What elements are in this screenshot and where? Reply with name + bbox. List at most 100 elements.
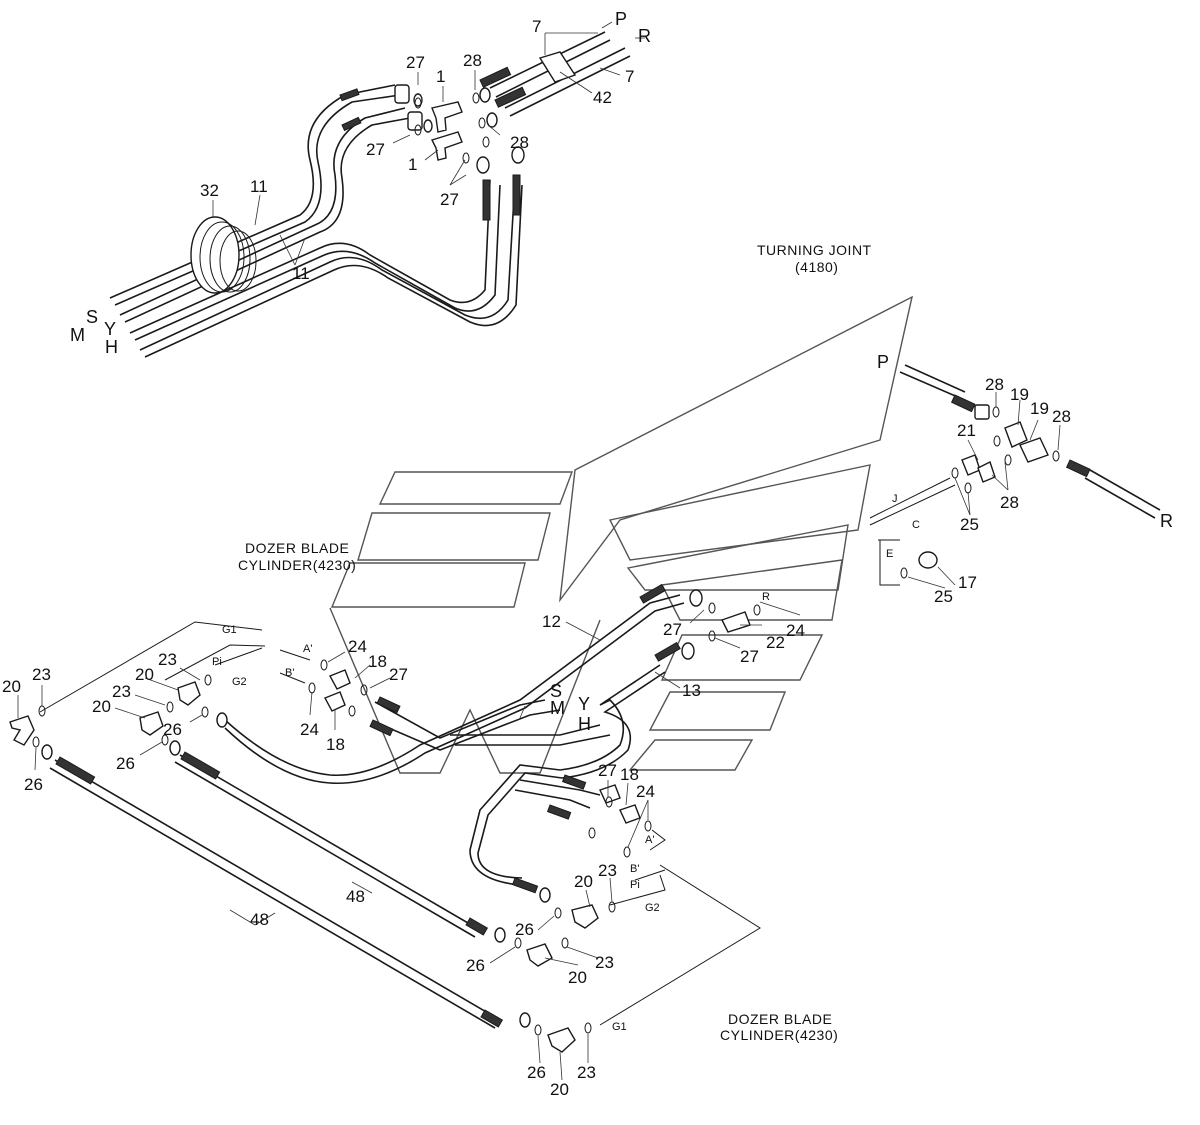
middle-leaders (229, 601, 801, 926)
tj-callout-19a: 19 (1010, 385, 1029, 404)
tj-callout-25b: 25 (934, 587, 953, 606)
dl-port-G1: G1 (222, 624, 237, 636)
port-R-top: R (638, 26, 651, 46)
dozer-left-group: DOZER BLADE CYLINDER(4230) (9, 540, 368, 748)
dr-callout-24: 24 (636, 782, 655, 801)
dozer-left-title: DOZER BLADE (245, 540, 349, 556)
dozer-right-leaders (489, 780, 649, 1081)
tj-callout-19b: 19 (1030, 399, 1049, 418)
middle-hoses (41, 583, 761, 1029)
dr-callout-23c: 23 (577, 1063, 596, 1082)
callout-42: 42 (593, 88, 612, 107)
port-H-top: H (105, 337, 118, 357)
mid-port-S: S (550, 681, 562, 701)
turning-joint-code: (4180) (795, 259, 838, 275)
dozer-left-code: CYLINDER(4230) (238, 557, 356, 573)
turning-joint-leaders (907, 392, 1061, 589)
tj-port-R: R (1160, 511, 1173, 531)
mid-port-R: R (762, 591, 770, 603)
top-leaders (212, 21, 645, 266)
mid-port-Y: Y (578, 694, 590, 714)
port-M-top: M (70, 325, 85, 345)
dr-port-A: A' (645, 834, 654, 846)
dl-callout-18b: 18 (326, 735, 345, 754)
middle-labels: S M Y H R 12 13 27 22 24 27 48 48 (250, 591, 805, 929)
dl-callout-26b: 26 (163, 720, 182, 739)
turning-joint-title: TURNING JOINT (757, 242, 872, 258)
tj-port-J: J (892, 493, 898, 505)
dl-callout-20a: 20 (2, 677, 21, 696)
dr-callout-23b: 23 (595, 953, 614, 972)
dl-callout-26c: 26 (116, 754, 135, 773)
dr-callout-20b: 20 (568, 968, 587, 987)
callout-11b: 11 (292, 264, 310, 283)
callout-1a: 1 (436, 67, 445, 86)
tj-port-E: E (886, 548, 893, 560)
dozer-left-labels: G1 G2 Pi A' B' 20 23 26 23 20 23 20 26 2… (2, 624, 408, 794)
port-S-top: S (86, 307, 98, 327)
tj-callout-25a: 25 (960, 515, 979, 534)
turning-joint-group: TURNING JOINT (4180) (757, 242, 1161, 586)
mid-callout-24: 24 (786, 621, 805, 640)
dr-callout-20c: 20 (550, 1080, 569, 1099)
tj-callout-28a: 28 (985, 375, 1004, 394)
top-hose-bundle (109, 31, 631, 358)
dl-callout-23b: 23 (158, 650, 177, 669)
dl-callout-27: 27 (389, 665, 408, 684)
callout-48b: 48 (250, 910, 269, 929)
dl-callout-20b: 20 (135, 665, 154, 684)
dr-callout-20a: 20 (574, 872, 593, 891)
callout-27c: 27 (440, 190, 459, 209)
dozer-right-code: CYLINDER(4230) (720, 1027, 838, 1043)
tj-callout-17: 17 (958, 573, 977, 592)
tj-port-C: C (912, 519, 920, 531)
mid-callout-27a: 27 (663, 620, 682, 639)
dr-callout-18: 18 (620, 765, 639, 784)
mid-callout-27b: 27 (740, 647, 759, 666)
mid-port-H: H (578, 714, 591, 734)
callout-12: 12 (542, 612, 561, 631)
tj-callout-28b: 28 (1052, 407, 1071, 426)
callout-7b: 7 (625, 67, 634, 86)
dozer-right-group: DOZER BLADE CYLINDER(4230) (514, 784, 838, 1053)
callout-11a: 11 (250, 177, 268, 196)
dr-callout-26a: 26 (515, 920, 534, 939)
turning-joint-labels: P R J C E 28 19 19 28 21 28 25 17 25 (877, 352, 1173, 606)
port-P-top: P (615, 9, 627, 29)
mid-callout-22: 22 (766, 633, 785, 652)
dr-callout-26b: 26 (466, 956, 485, 975)
tj-callout-28c: 28 (1000, 493, 1019, 512)
top-labels: S M Y H P R 7 7 42 32 11 11 27 1 28 27 1… (70, 9, 651, 357)
dozer-right-labels: G1 G2 Pi A' B' 27 18 24 23 20 26 26 23 2… (466, 761, 660, 1099)
callout-48a: 48 (346, 887, 365, 906)
dr-port-Pi: Pi (630, 879, 640, 891)
port-Y-top: Y (104, 319, 116, 339)
dl-callout-20c: 20 (92, 697, 111, 716)
callout-13: 13 (682, 681, 701, 700)
watermark-logo (329, 295, 914, 774)
dr-port-G2: G2 (645, 902, 660, 914)
dl-callout-18a: 18 (368, 652, 387, 671)
dr-callout-26c: 26 (527, 1063, 546, 1082)
tj-port-P: P (877, 352, 889, 372)
dl-port-Pi: Pi (212, 656, 222, 668)
dl-port-G2: G2 (232, 676, 247, 688)
dl-callout-24a: 24 (348, 637, 367, 656)
callout-7a: 7 (532, 17, 541, 36)
callout-32: 32 (200, 181, 219, 200)
dl-callout-23a: 23 (32, 665, 51, 684)
callout-28a: 28 (463, 51, 482, 70)
dl-callout-23c: 23 (112, 682, 131, 701)
callout-28b: 28 (510, 133, 529, 152)
mid-port-M: M (550, 698, 565, 718)
dl-callout-24b: 24 (300, 720, 319, 739)
dr-port-G1: G1 (612, 1021, 627, 1033)
dl-port-A: A' (303, 643, 312, 655)
dr-callout-23a: 23 (598, 861, 617, 880)
callout-1b: 1 (408, 155, 417, 174)
dozer-right-title: DOZER BLADE (728, 1011, 832, 1027)
callout-27a: 27 (406, 53, 425, 72)
dr-port-B: B' (630, 863, 639, 875)
tj-callout-21: 21 (957, 421, 976, 440)
